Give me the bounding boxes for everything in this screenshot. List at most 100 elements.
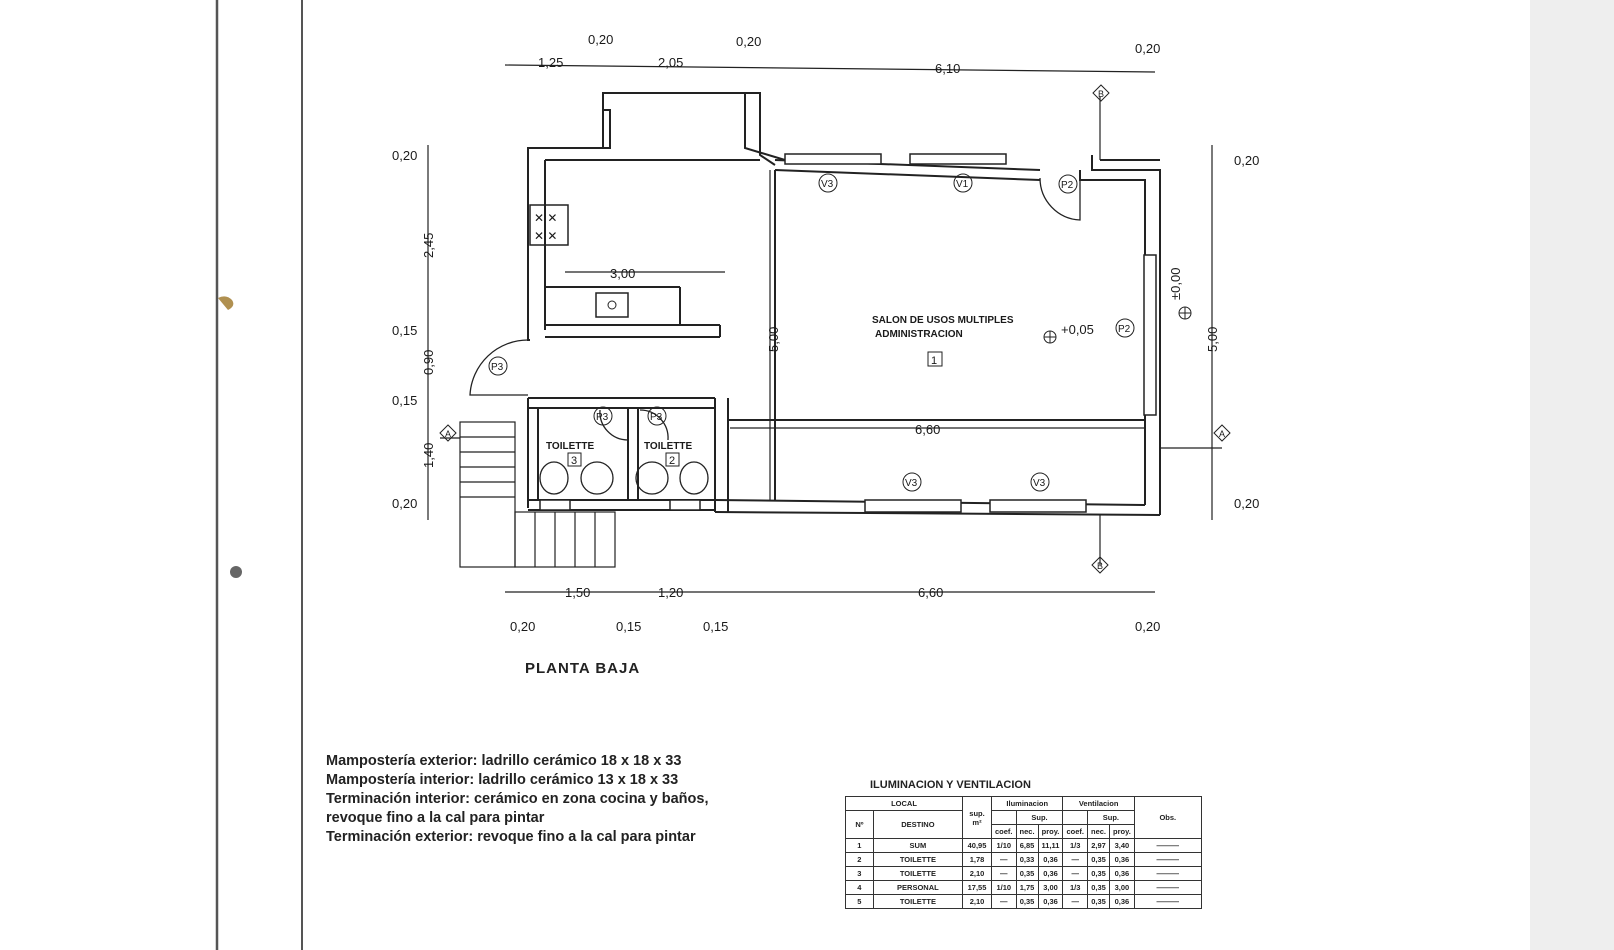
note-line: Terminación interior: cerámico en zona c… — [326, 791, 709, 807]
level-main: +0,05 — [1061, 322, 1094, 337]
dim-top-wall-1: 0,20 — [588, 32, 613, 47]
dim-bottom-1: 1,50 — [565, 585, 590, 600]
section-tag: A — [1219, 429, 1225, 439]
construction-notes: Mampostería exterior: ladrillo cerámico … — [326, 752, 708, 847]
washbasin-icon — [635, 461, 669, 495]
plan-title: PLANTA BAJA — [525, 660, 641, 677]
toilet-2-number: 2 — [669, 455, 675, 467]
dim-bottom-2: 1,20 — [658, 585, 683, 600]
washbasin-icon — [580, 461, 614, 495]
toilet-2-label: TOILETTE — [644, 441, 692, 452]
dim-left-5: 0,15 — [392, 393, 417, 408]
header-nec: nec. — [1086, 824, 1111, 839]
dim-interior-kitchen: 3,00 — [610, 266, 635, 281]
window-v1-top — [909, 153, 1007, 165]
dim-top-2: 2,05 — [658, 55, 683, 70]
dim-top-3: 6,10 — [935, 61, 960, 76]
header-vent: Ventilacion — [1062, 796, 1135, 811]
window-v3-top — [784, 153, 882, 165]
dim-top-wall-2: 0,20 — [736, 34, 761, 49]
room-number-box — [927, 351, 943, 367]
dim-right-1: 0,20 — [1234, 153, 1259, 168]
sink-icon — [595, 292, 629, 318]
header-local: LOCAL — [845, 796, 963, 811]
window-toilet-3 — [539, 499, 571, 511]
dim-right-2: 5,00 — [1205, 327, 1220, 352]
door-tag: P3 — [596, 412, 609, 423]
window-tag: V3 — [905, 478, 918, 489]
dim-bottom-wall-1: 0,20 — [510, 619, 535, 634]
section-tag: A — [445, 429, 451, 439]
level-marker-icon — [1178, 306, 1192, 320]
door-tag: P3 — [650, 412, 663, 423]
wc-icon — [539, 461, 569, 495]
header-nec: nec. — [1015, 824, 1039, 839]
table-header-row: coef. nec. proy. coef. nec. proy. — [846, 824, 1202, 839]
dim-bottom-wall-4: 0,20 — [1135, 619, 1160, 634]
window-v3-bottom-left — [864, 499, 962, 513]
dim-top-1: 1,25 — [538, 55, 563, 70]
door-tag: P2 — [1061, 180, 1074, 191]
note-line: revoque fino a la cal para pintar — [326, 810, 545, 826]
header-obs: Obs. — [1133, 796, 1202, 839]
stove-icon: ✕ ✕ ✕ ✕ — [529, 204, 569, 246]
level-exterior: ±0,00 — [1168, 268, 1183, 300]
header-ilum-sup: Sup. — [1015, 810, 1064, 825]
window-tag: V3 — [821, 179, 834, 190]
door-p3-toilet2 — [639, 409, 669, 441]
door-p3-kitchen — [469, 339, 529, 396]
dim-left-2: 2,45 — [421, 233, 436, 258]
punch-hole-mark — [230, 566, 242, 578]
toilet-fixtures — [539, 461, 709, 495]
section-tag: B — [1097, 561, 1103, 571]
toilet-2-number-box — [665, 452, 680, 467]
header-nro: Nº — [845, 810, 874, 839]
dim-left-7: 0,20 — [392, 496, 417, 511]
header-destino: DESTINO — [872, 810, 964, 839]
section-marker-icon — [1092, 84, 1110, 102]
door-tag: P2 — [1118, 324, 1131, 335]
table-header-row: LOCAL sup.m² Iluminacion Ventilacion Obs… — [845, 796, 1202, 839]
header-ilum: Iluminacion — [990, 796, 1064, 811]
room-number: 1 — [931, 355, 937, 367]
windows — [539, 153, 1157, 513]
room-label-line1: SALON DE USOS MULTIPLES — [872, 315, 1014, 326]
dim-right-3: 0,20 — [1234, 496, 1259, 511]
door-p3-toilet3 — [599, 409, 629, 441]
header-proy: proy. — [1109, 824, 1135, 839]
svg-text:✕ ✕: ✕ ✕ — [534, 229, 557, 243]
door-swings — [469, 177, 1081, 441]
header-vent-sup: Sup. — [1087, 810, 1135, 825]
stairs — [459, 421, 616, 568]
note-line: Mampostería interior: ladrillo cerámico … — [326, 772, 679, 788]
dim-left-3: 0,15 — [392, 323, 417, 338]
dim-left-4: 0,90 — [421, 350, 436, 375]
section-tag: B — [1098, 89, 1104, 99]
svg-text:✕ ✕: ✕ ✕ — [534, 211, 557, 225]
dim-bottom-3: 6,60 — [918, 585, 943, 600]
dim-interior-height: 5,00 — [766, 327, 781, 352]
header-proy: proy. — [1037, 824, 1064, 839]
stain-mark — [218, 296, 234, 310]
header-coef: coef. — [991, 824, 1017, 839]
note-line: Terminación exterior: revoque fino a la … — [326, 829, 696, 845]
dim-interior-width: 6,60 — [915, 422, 940, 437]
window-v3-bottom-right — [989, 499, 1087, 513]
section-marker-icon — [1091, 556, 1109, 574]
section-marker-icon — [1213, 424, 1231, 442]
dim-bottom-wall-2: 0,15 — [616, 619, 641, 634]
header-sup: sup.m² — [962, 796, 992, 839]
toilet-3-number: 3 — [571, 455, 577, 467]
wc-icon — [679, 461, 709, 495]
dim-left-6: 1,40 — [421, 443, 436, 468]
window-toilet-2 — [669, 499, 701, 511]
header-coef: coef. — [1062, 824, 1088, 839]
dim-left-1: 0,20 — [392, 148, 417, 163]
table-title: ILUMINACION Y VENTILACION — [870, 779, 1031, 791]
door-tag: P3 — [491, 362, 504, 373]
door-p2-top — [1039, 177, 1081, 221]
